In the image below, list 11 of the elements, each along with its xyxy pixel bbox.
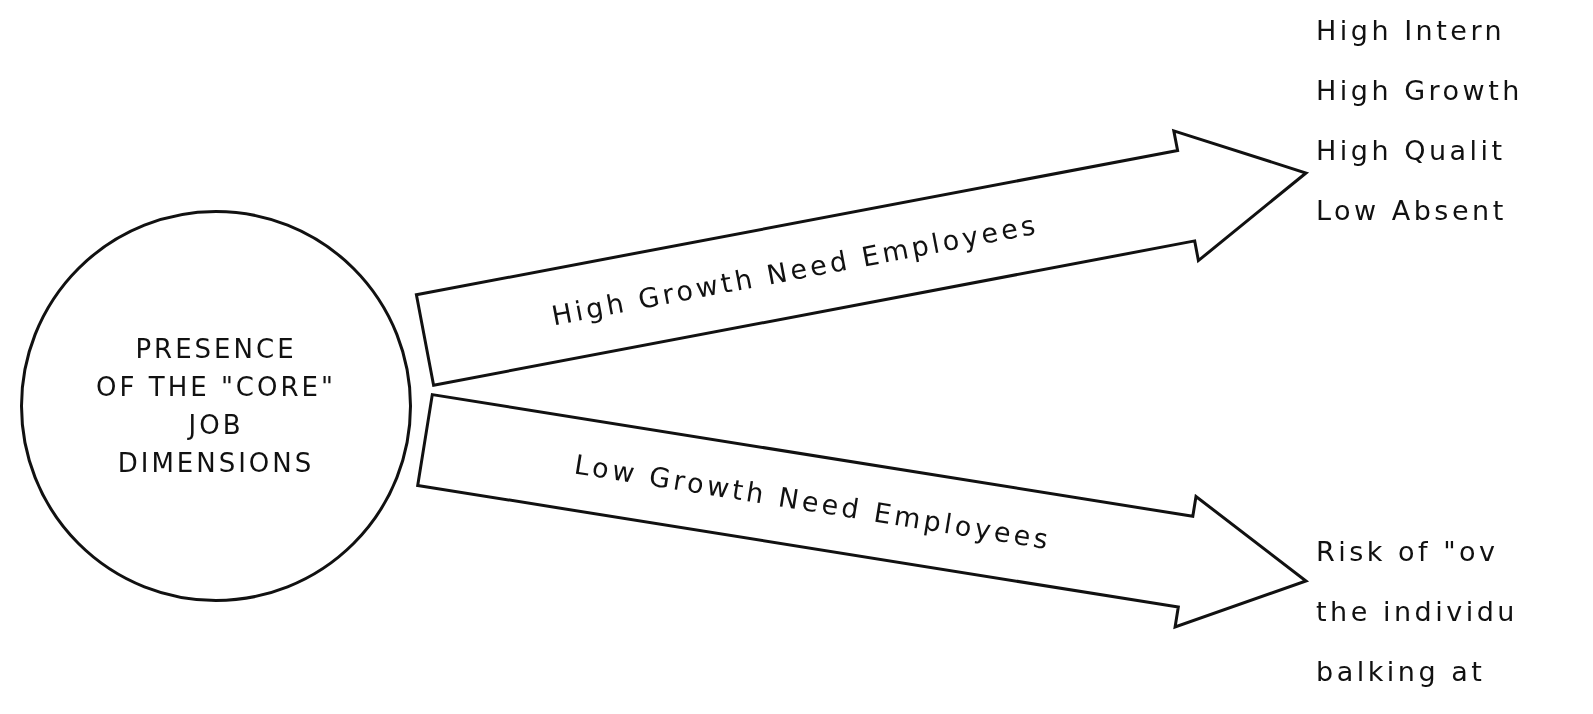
outcome-text: the individu <box>1316 595 1518 629</box>
outcome-text: High Growth <box>1316 74 1523 108</box>
outcome-text: Risk of "ov <box>1316 535 1500 569</box>
outcome-text: High Qualit <box>1316 134 1507 168</box>
outcome-text: Low Absent <box>1316 194 1508 228</box>
node-text: DIMENSIONS <box>117 448 315 478</box>
outcome-text: balking at <box>1316 655 1487 689</box>
outcome-text: High Intern <box>1316 14 1507 48</box>
node-text: OF THE "CORE" <box>96 372 336 402</box>
node-text: JOB <box>188 410 244 440</box>
node-text: PRESENCE <box>135 334 297 364</box>
